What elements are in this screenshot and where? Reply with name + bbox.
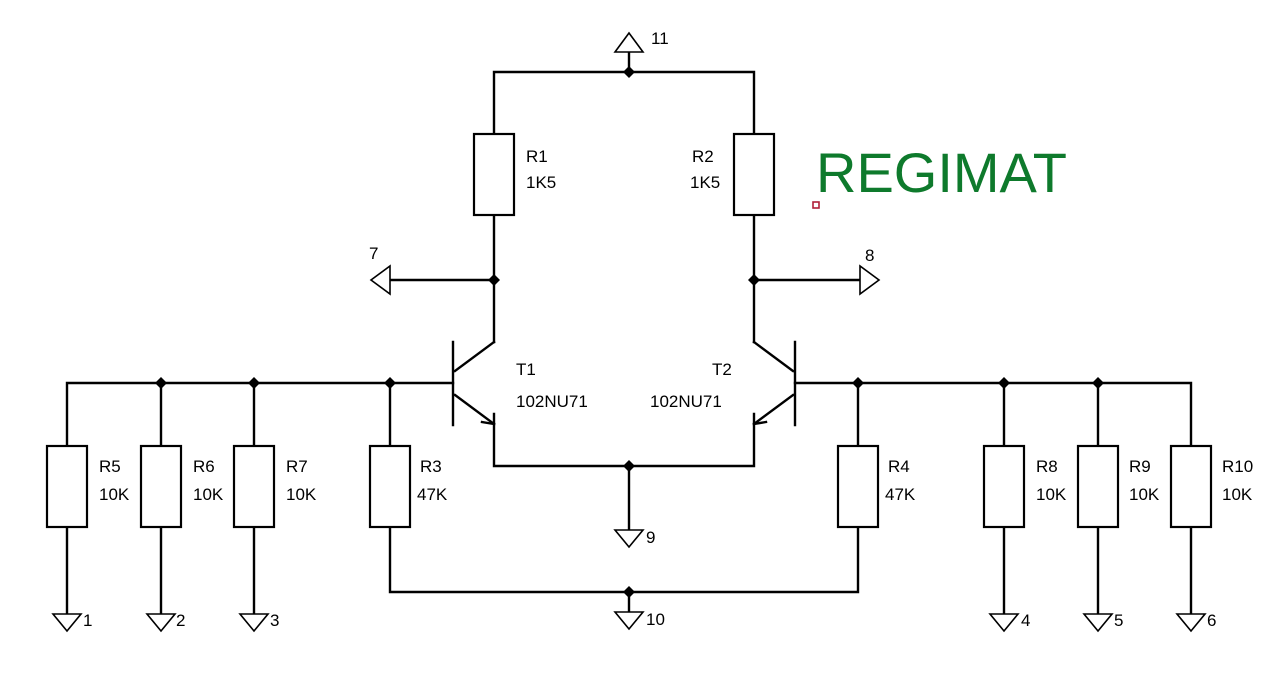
transistor-t2-arrow-icon [752,412,768,426]
terminal-4-label: 4 [1021,611,1030,630]
junction-dot [1092,377,1104,389]
junction-dot [384,377,396,389]
terminal-6-icon [1175,613,1207,633]
r3-ref: R3 [420,457,442,476]
r10-ref: R10 [1222,457,1253,476]
terminal-5-label: 5 [1114,611,1123,630]
junction-dot [852,377,864,389]
r4-ref: R4 [888,457,910,476]
terminal-3-label: 3 [270,611,279,630]
junction-dot [623,586,635,598]
components [45,31,1213,633]
resistor-r8-icon [982,444,1026,529]
t2-ref: T2 [712,360,732,379]
emitter-common-wire [492,422,756,468]
terminal-9-icon [613,529,645,549]
junction-dot [998,377,1010,389]
transistor-t1-collector [453,340,496,373]
left-base-bus [65,381,455,448]
junction-dot [248,377,260,389]
r7-value: 10K [286,485,317,504]
junction-dot [155,377,167,389]
terminal-8-label: 8 [865,246,874,265]
terminal-10-icon [613,611,645,631]
terminal-6-label: 6 [1207,611,1216,630]
resistor-r9-icon [1076,444,1120,529]
terminal-11-icon [613,31,645,53]
terminal-9-label: 9 [646,528,655,547]
anchor-marker [812,201,820,209]
r8-value: 10K [1036,485,1067,504]
r2-value: 1K5 [690,173,720,192]
junction-dot [623,66,635,78]
r9-value: 10K [1129,485,1160,504]
schematic-title: REGIMAT [816,141,1067,204]
r10-value: 10K [1222,485,1253,504]
r4-value: 47K [885,485,916,504]
r7-ref: R7 [286,457,308,476]
junction-dot [748,274,760,286]
transistor-t2-emitter [752,393,795,426]
resistor-r1-icon [472,132,516,217]
resistor-r10-icon [1169,444,1213,529]
terminal-1-label: 1 [83,611,92,630]
resistor-r3-icon [368,444,412,529]
transistor-t1-emitter [453,393,496,426]
r8-ref: R8 [1036,457,1058,476]
resistor-r6-icon [139,444,183,529]
wires [65,50,1193,616]
transistor-t2-collector [752,340,795,373]
transistor-t1-arrow-icon [480,412,496,426]
r5-value: 10K [99,485,130,504]
junction-dot [488,274,500,286]
terminal-11-label: 11 [651,29,669,48]
supply-rail [492,70,756,139]
t1-ref: T1 [516,360,536,379]
t2-part: 102NU71 [650,392,722,411]
r6-ref: R6 [193,457,215,476]
terminal-7-label: 7 [369,244,378,263]
t1-part: 102NU71 [516,392,588,411]
terminal-1-icon [51,613,83,633]
resistor-r2-icon [732,132,776,217]
terminal-3-icon [238,613,270,633]
right-base-bus [793,381,1193,448]
terminal-4-icon [988,613,1020,633]
resistor-r7-icon [232,444,276,529]
terminal-2-icon [145,613,177,633]
junction-dot [623,460,635,472]
terminal-7-icon [369,264,391,296]
r6-value: 10K [193,485,224,504]
terminal-8-icon [859,264,881,296]
resistor-r4-icon [836,444,880,529]
terminal-10-label: 10 [646,610,665,629]
r2-ref: R2 [692,147,714,166]
terminal-5-icon [1082,613,1114,633]
r9-ref: R9 [1129,457,1151,476]
r1-value: 1K5 [526,173,556,192]
r1-ref: R1 [526,147,548,166]
junctions [155,66,1104,598]
terminal-2-label: 2 [176,611,185,630]
r3-value: 47K [417,485,448,504]
r5-ref: R5 [99,457,121,476]
resistor-r5-icon [45,444,89,529]
